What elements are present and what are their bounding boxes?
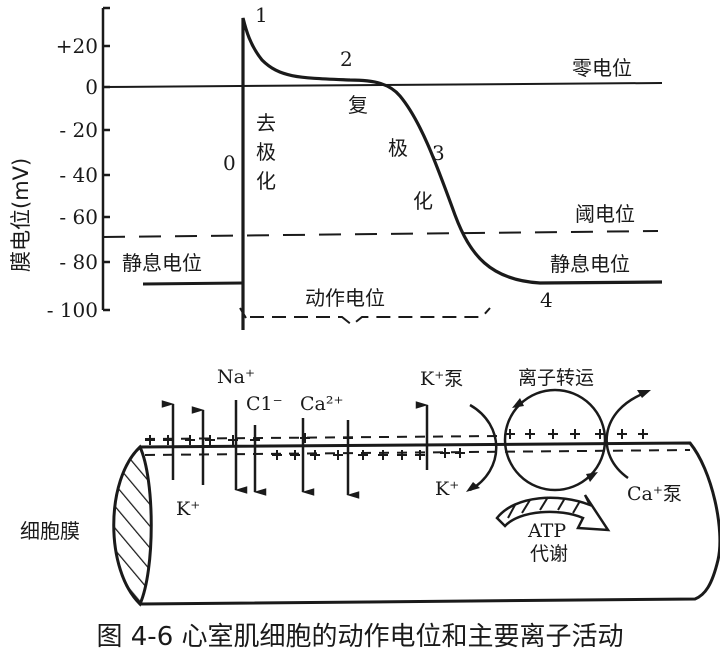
transport-arrow-bottom [586,472,598,482]
ca-pump-arc [605,391,646,480]
y-tick-labels: +20 0 - 20 - 40 - 60 - 80 - 100 [47,34,98,322]
y-tick-minus-40: - 40 [59,163,98,187]
svg-text:化: 化 [413,189,433,213]
svg-text:极: 极 [256,140,276,164]
outer-charge-line [144,435,501,440]
ca-pump-label: Ca⁺泵 [627,483,682,505]
cl-ion-label: C1⁻ [246,393,283,415]
na-ion-label: Na⁺ [217,366,255,388]
y-tick-20: +20 [56,34,98,58]
repolarization-label: 复 极 化 [348,93,433,213]
phase-0-label: 0 [223,151,236,175]
phase-4-label: 4 [540,288,553,312]
depolarization-label: 去 极 化 [256,111,276,193]
cell-end-hatched [112,444,153,607]
threshold-line [102,230,659,238]
resting-line-left [142,281,244,286]
threshold-potential-label: 阈电位 [575,202,635,226]
action-potential-curve [241,17,663,330]
atp-arrow-hatch [507,496,581,519]
y-tick-minus-80: - 80 [59,250,98,274]
cell-membrane-label: 细胞膜 [20,519,80,543]
cell-membrane-diagram: 细胞膜 [20,366,720,607]
y-axis-label: 膜电位(mV) [9,158,33,272]
y-tick-minus-100: - 100 [47,298,98,322]
k-ion-label-right: K⁺ [435,478,459,500]
atp-label: ATP [527,520,566,542]
svg-text:化: 化 [256,169,276,193]
ca-pump-arc-arrow [637,390,651,398]
resting-potential-label-left: 静息电位 [122,251,202,275]
metabolism-label: 代谢 [530,543,568,565]
resting-potential-label-right: 静息电位 [550,252,630,276]
y-tick-minus-20: - 20 [59,118,98,142]
atp-arrow [495,494,611,532]
k-pump-arc [469,403,498,492]
y-tick-minus-60: - 60 [59,205,98,229]
ion-transport-circle [503,388,607,492]
outer-plus-charges [145,429,648,445]
action-potential-label: 动作电位 [305,286,385,310]
k-pump-label: K⁺泵 [420,368,463,390]
ion-transport-label: 离子转运 [518,367,594,389]
phase-3-label: 3 [432,141,445,165]
zero-potential-label: 零电位 [572,56,632,80]
svg-text:复: 复 [348,93,368,117]
svg-text:极: 极 [388,136,408,160]
figure-caption: 图 4-6 心室肌细胞的动作电位和主要离子活动 [96,622,624,652]
k-pump-arc-arrow [466,482,480,492]
ion-channel-arrows [161,400,429,499]
action-potential-brace [239,307,491,327]
ca-ion-label: Ca²⁺ [300,393,344,415]
transport-arrow-top [512,398,524,408]
y-axis [101,6,110,312]
action-potential-chart: +20 0 - 20 - 40 - 60 - 80 - 100 膜电位(mV) … [9,3,663,330]
y-tick-0: 0 [85,75,98,99]
k-ion-label-left: K⁺ [176,498,200,520]
phase-2-label: 2 [340,47,353,71]
cell-cylinder [139,441,720,606]
phase-1-label: 1 [255,3,268,27]
svg-text:去: 去 [256,111,276,135]
inner-plus-charges [272,448,465,460]
